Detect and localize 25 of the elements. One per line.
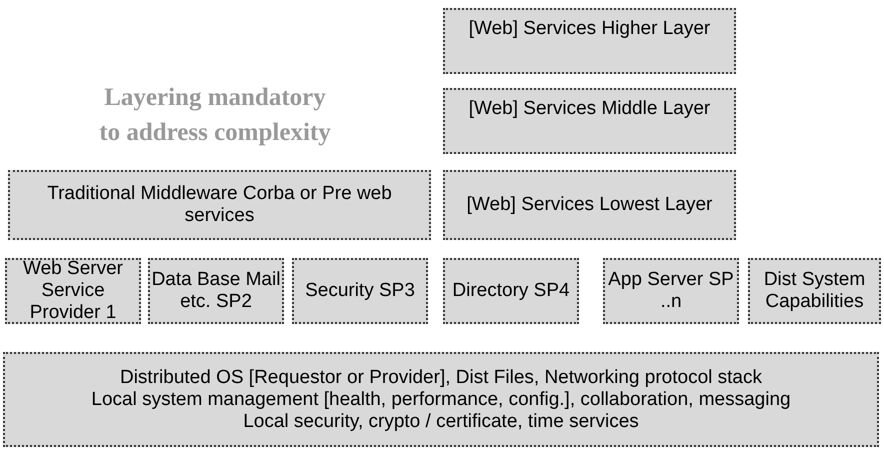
box-text: Web Server Service Provider 1 [22,258,124,324]
box-text: Directory SP4 [452,280,570,302]
layer-box [3,352,879,447]
layer-box [148,258,284,324]
box-text: Data Base Mail etc. SP2 [150,269,282,313]
layer-box [5,258,141,324]
box-text: [Web] Services Higher Layer [468,18,710,40]
box-text: Dist System Capabilities [762,269,866,313]
diagram-title: Layering mandatory to address complexity [98,83,332,148]
layer-box [443,258,579,324]
layer-box [443,88,736,154]
box-text: [Web] Services Lowest Layer [466,194,712,216]
layer-box [748,258,881,324]
box-text: [Web] Services Middle Layer [468,98,710,120]
layer-box [603,258,739,324]
layer-box [292,258,428,324]
box-text: Security SP3 [305,280,415,302]
box-text: Traditional Middleware Corba or Pre web services [46,183,393,227]
box-text: Distributed OS [Requestor or Provider], Dist Files, Networking protocol stack [120,366,762,388]
layer-box [443,170,736,240]
layer-box [8,170,431,240]
box-text: Local system management [health, performance, config.], collaboration, messaging [91,388,791,410]
layer-box [443,8,736,74]
box-text: Local security, crypto / certificate, time services [243,410,639,432]
box-text: App Server SP ..n [607,269,735,313]
